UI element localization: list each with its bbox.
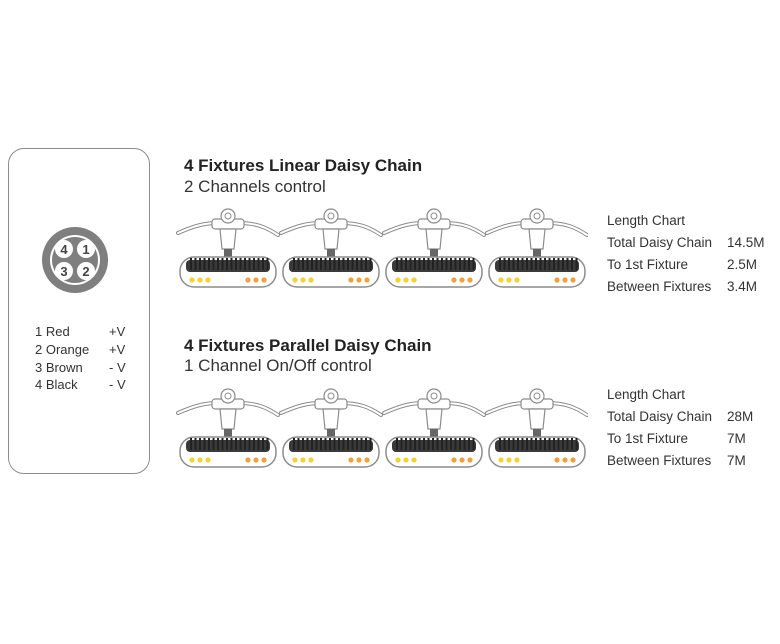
length-chart-value: 7M [727,453,746,468]
length-chart-label: Total Daisy Chain [607,409,713,424]
pin-3 [55,262,73,280]
length-chart-row: Between Fixtures 3.4M [607,279,777,297]
pin-3-label: 3 [60,264,67,279]
length-chart-row: To 1st Fixture 2.5M [607,257,777,275]
length-chart-row: To 1st Fixture 7M [607,431,777,449]
parallel-chain-subtitle: 1 Channel On/Off control [184,356,372,375]
pin-4 [55,240,73,258]
led-fixture-icon [382,388,486,468]
linear-chain-title: 4 Fixtures Linear Daisy Chain [184,156,423,175]
parallel-daisy-chain-diagram [176,388,588,468]
length-chart-value: 28M [727,409,754,424]
pin-1 [77,240,95,258]
length-chart-label: Total Daisy Chain [607,235,713,250]
length-chart-label: Between Fixtures [607,279,712,294]
led-fixture-icon [176,388,280,468]
wire-row-1: 1 Red +V [35,324,125,339]
length-chart-value: 14.5M [727,235,765,250]
pinout-panel: 4 1 3 2 1 Red +V 2 Orange +V 3 Brown - V 4 … [8,148,150,474]
led-fixture-icon [382,208,486,288]
led-fixture-icon [485,388,588,468]
wire-row-3: 3 Brown - V [35,360,126,375]
length-chart-row: Total Daisy Chain 28M [607,409,777,427]
wire-label: 3 Brown [35,360,83,375]
length-chart-label: Between Fixtures [607,453,712,468]
length-chart-row: Total Daisy Chain 14.5M [607,235,777,253]
length-chart-heading: Length Chart [607,387,686,402]
linear-daisy-chain-diagram [176,208,588,288]
length-chart-value: 7M [727,431,746,446]
wire-polarity: +V [109,324,126,339]
wire-label: 4 Black [35,377,78,392]
led-fixture-icon [176,208,280,288]
pin-2 [77,262,95,280]
pin-4-label: 4 [60,242,68,257]
length-chart-value: 3.4M [727,279,758,294]
length-chart-label: To 1st Fixture [607,431,689,446]
wire-polarity: - V [109,377,126,392]
linear-chain-subtitle: 2 Channels control [184,177,326,196]
wire-row-4: 4 Black - V [35,377,126,392]
led-fixture-icon [279,208,383,288]
wire-polarity: - V [109,360,126,375]
led-fixture-icon [485,208,588,288]
wire-row-2: 2 Orange +V [35,342,125,357]
parallel-chain-title: 4 Fixtures Parallel Daisy Chain [184,336,432,355]
wire-polarity: +V [109,342,126,357]
length-chart-value: 2.5M [727,257,758,272]
pin-1-label: 1 [82,242,89,257]
length-chart-label: To 1st Fixture [607,257,689,272]
length-chart-row: Between Fixtures 7M [607,453,777,471]
led-fixture-icon [279,388,383,468]
wire-label: 1 Red [35,324,70,339]
pin-2-label: 2 [82,264,89,279]
4-pin-connector-icon: 4 1 3 2 [42,227,108,293]
length-chart-heading: Length Chart [607,213,686,228]
wire-label: 2 Orange [35,342,90,357]
